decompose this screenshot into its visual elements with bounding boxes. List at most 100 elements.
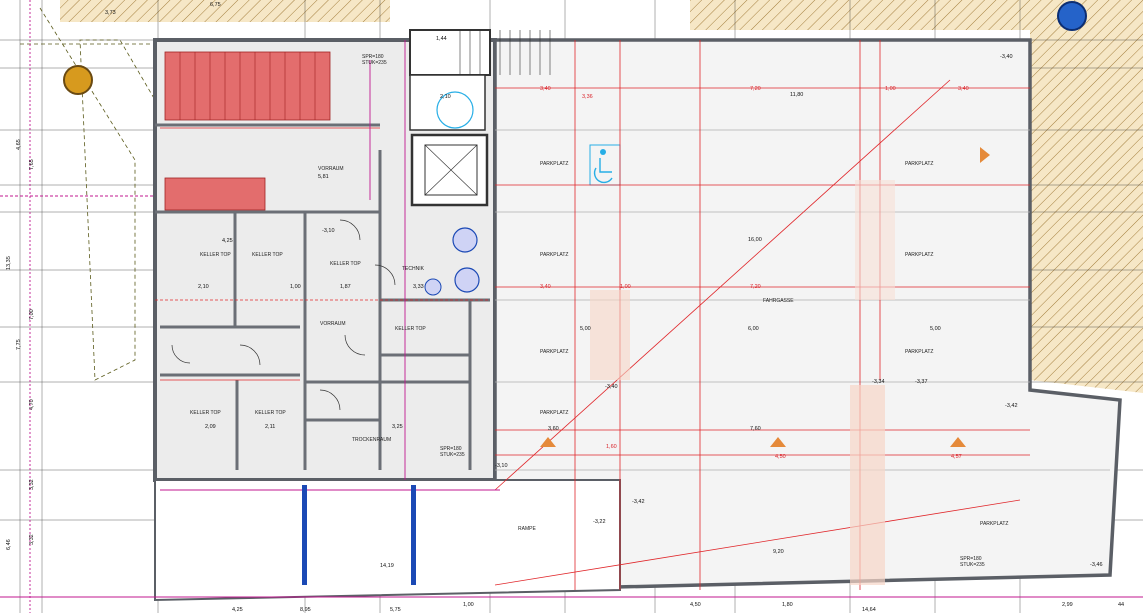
room-name-2: KELLER TOP — [252, 252, 283, 258]
left-dim-6: 3,32 — [29, 479, 35, 490]
shaft-label-b: STUK=235 — [362, 60, 387, 66]
garage-row3-a: 3,40 — [540, 284, 551, 290]
garage-row4-b: 7,60 — [750, 426, 761, 432]
elevator-core — [410, 133, 489, 207]
room-name-8: TROCKENRAUM — [352, 437, 391, 443]
left-dim-0: 4,65 — [16, 139, 22, 150]
parking-label-5: PARKPLATZ — [905, 349, 933, 355]
garage-dim-w3: 11,80 — [790, 92, 803, 98]
level-5: -3,37 — [915, 379, 928, 385]
room-area-1: 4,25 — [222, 238, 233, 244]
blue-circle-tanks — [424, 91, 480, 296]
fahrgasse-label: FAHRGASSE — [763, 298, 794, 304]
room-name-9: TECHNIK — [402, 266, 425, 272]
room-area-3: 1,87 — [340, 284, 351, 290]
parking-label-4: PARKPLATZ — [540, 349, 568, 355]
room-area-4: 3,33 — [413, 284, 424, 290]
level-6: -3,40 — [1000, 54, 1013, 60]
level-2: -3,42 — [632, 499, 645, 505]
building-footprint — [153, 38, 1122, 602]
garage-row4-e: 4,57 — [951, 454, 962, 460]
parking-label-3: PARKPLATZ — [905, 252, 933, 258]
parking-label-2: PARKPLATZ — [540, 252, 568, 258]
parking-labels: PARKPLATZ PARKPLATZ PARKPLATZ PARKPLATZ … — [540, 161, 1008, 527]
bottom-dim-1: 8,95 — [300, 607, 311, 613]
top-dim-1: 6,75 — [210, 2, 221, 8]
garage-row3-b: 1,00 — [620, 284, 631, 290]
interior-walls — [155, 123, 490, 470]
room-area-2: 2,10 — [198, 284, 209, 290]
garage-dim-w5: 3,40 — [958, 86, 969, 92]
shaft-label-b-2: STUK=235 — [440, 452, 465, 458]
room-area-8: 3,25 — [392, 424, 403, 430]
bottom-dim-6: 14,64 — [862, 607, 876, 613]
level-markers: -3,10 -3,10 -3,42 -3,42 -3,34 -3,37 -3,4… — [322, 54, 1103, 568]
top-dimensions: 3,73 6,75 — [105, 2, 221, 16]
orange-arrows — [540, 147, 990, 447]
shaft-label-a-2: SPR=180 — [440, 446, 462, 452]
hatched-terrain-top-left — [60, 0, 390, 22]
staircase-top-left — [164, 51, 331, 211]
left-dim-1: 7,65 — [29, 159, 35, 170]
room-name-1: KELLER TOP — [200, 252, 231, 258]
shaft-label-a-3: SPR=180 — [960, 556, 982, 562]
rampe-label: RAMPE — [518, 526, 536, 532]
left-dimensions: 4,65 7,65 13,35 7,00 7,75 4,70 3,32 6,46… — [6, 139, 35, 550]
manhole-icon-top-left — [63, 65, 93, 95]
columns-blue — [302, 485, 416, 585]
bottom-dim-5: 1,80 — [782, 602, 793, 608]
room-area-7: 2,11 — [265, 424, 275, 430]
ramp-strip — [850, 385, 885, 585]
level-8: -3,40 — [605, 384, 618, 390]
room-name-7: KELLER TOP — [255, 410, 286, 416]
garage-row4-d: 4,50 — [775, 454, 786, 460]
level-7: -3,46 — [1090, 562, 1103, 568]
shaft-label-b-3: STUK=235 — [960, 562, 985, 568]
property-boundary — [20, 7, 156, 381]
shaft-label-a: SPR=180 — [362, 54, 384, 60]
left-dim-4: 7,75 — [16, 339, 22, 350]
door-swings — [171, 219, 396, 411]
garage-row4-c: 1,60 — [606, 444, 617, 450]
ramp-strip-2 — [590, 290, 630, 380]
garage-row4-a: 3,60 — [548, 426, 559, 432]
hatched-terrain-right — [1030, 30, 1143, 393]
room-area-0: 5,81 — [318, 174, 329, 180]
parking-label-0: PARKPLATZ — [540, 161, 568, 167]
room-area-9: 5,00 — [580, 326, 591, 332]
stairwell-top — [409, 29, 551, 131]
level-0: -3,10 — [322, 228, 335, 234]
parking-label-7: PARKPLATZ — [980, 521, 1008, 527]
garage-bottom-left: 14,19 — [380, 563, 394, 569]
stair-label-top: 1,44 — [436, 36, 447, 42]
room-area-5: 1,00 — [290, 284, 301, 290]
stair-label-right: 3,36 — [582, 94, 593, 100]
ramp-strip-3 — [855, 180, 895, 300]
left-dim-2: 13,35 — [6, 256, 12, 270]
left-dim-8: 3,32 — [29, 534, 35, 545]
room-name-0: VORRAUM — [318, 166, 344, 172]
level-3: -3,42 — [1005, 403, 1018, 409]
left-dim-5: 4,70 — [29, 399, 35, 410]
room-name-4: KELLER TOP — [395, 326, 426, 332]
parking-label-1: PARKPLATZ — [905, 161, 933, 167]
bottom-dim-7: 2,99 — [1062, 602, 1073, 608]
bottom-dim-0: 4,25 — [232, 607, 243, 613]
bottom-dim-4: 4,50 — [690, 602, 701, 608]
bottom-dim-8: 44 — [1118, 602, 1124, 608]
garage-dim-w1: 3,40 — [540, 86, 551, 92]
garage-dimensions: 3,40 7,20 11,80 1,00 3,40 FAHRGASSE 16,0… — [380, 86, 969, 569]
left-dim-3: 7,00 — [29, 309, 35, 320]
fahrgasse-dim-2: 6,00 — [748, 326, 759, 332]
bottom-dim-2: 5,75 — [390, 607, 401, 613]
level-1: -3,10 — [495, 463, 508, 469]
garage-dim-w4: 1,00 — [885, 86, 896, 92]
garage-row3-c: 7,20 — [750, 284, 761, 290]
room-name-5: VORRAUM — [320, 321, 346, 327]
fahrgasse-width: 16,00 — [748, 237, 762, 243]
level-4: -3,34 — [872, 379, 885, 385]
room-labels: VORRAUM 5,81 KELLER TOP 4,25 KELLER TOP … — [190, 166, 591, 443]
room-name-6: KELLER TOP — [190, 410, 221, 416]
